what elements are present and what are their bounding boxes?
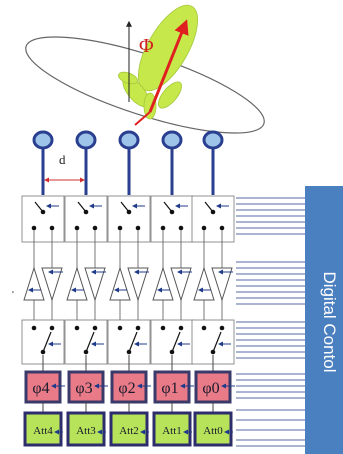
input-marker: ' — [12, 290, 14, 301]
element-spacing: d — [44, 152, 85, 183]
spacing-label: d — [59, 152, 66, 167]
amplifier-pair — [23, 230, 63, 324]
phase-shifter-3: φ1 — [153, 370, 194, 404]
phase-shifter-label: φ4 — [32, 380, 49, 397]
attenuator-1: Att3 — [66, 411, 106, 447]
tr-switch-upper — [107, 195, 151, 243]
phase-shifter-label: φ1 — [161, 380, 178, 397]
attenuator-3: Att1 — [152, 411, 192, 447]
phase-shifter-label: φ0 — [202, 380, 219, 397]
antenna-element — [118, 130, 140, 195]
tr-switch-upper — [64, 195, 108, 243]
beam-pattern: Φ — [25, 4, 265, 134]
phase-shifter-1: φ3 — [67, 370, 108, 404]
attenuator-label: Att4 — [33, 425, 53, 437]
attenuator-2: Att2 — [109, 411, 149, 447]
amplifier-pair — [66, 230, 106, 324]
phase-shifter-2: φ2 — [110, 370, 151, 404]
radiation-lobes — [118, 4, 198, 120]
beam-tail — [134, 111, 151, 126]
digital-control-label: Digital Contol — [320, 271, 339, 372]
attenuator-4: Att0 — [193, 411, 233, 447]
antenna-row — [32, 130, 224, 195]
attenuator-0: Att4 — [23, 411, 63, 447]
attenuator-label: Att0 — [203, 425, 223, 437]
control-wires — [236, 197, 305, 447]
attenuator-label: Att1 — [162, 425, 182, 437]
phase-shifter-label: φ2 — [118, 380, 135, 397]
tr-switch-upper — [21, 195, 65, 243]
antenna-element — [161, 130, 183, 195]
phase-shifter-0: φ4 — [24, 370, 65, 404]
attenuator-label: Att3 — [76, 425, 96, 437]
antenna-element — [32, 130, 54, 195]
antenna-element — [202, 130, 224, 195]
amplifier-pair — [109, 230, 149, 324]
digital-control-box: Digital Contol — [305, 186, 343, 454]
phase-shifter-label: φ3 — [75, 380, 92, 397]
phase-shifter-4: φ0 — [194, 370, 235, 404]
beam-angle-label: Φ — [139, 35, 154, 57]
attenuator-label: Att2 — [119, 425, 139, 437]
beam-direction-arrow — [148, 19, 189, 113]
tr-switch-upper — [150, 195, 194, 243]
antenna-element — [75, 130, 97, 195]
amplifier-pair — [152, 230, 192, 324]
tr-switch-upper — [191, 195, 235, 243]
amplifier-pair — [193, 230, 233, 324]
